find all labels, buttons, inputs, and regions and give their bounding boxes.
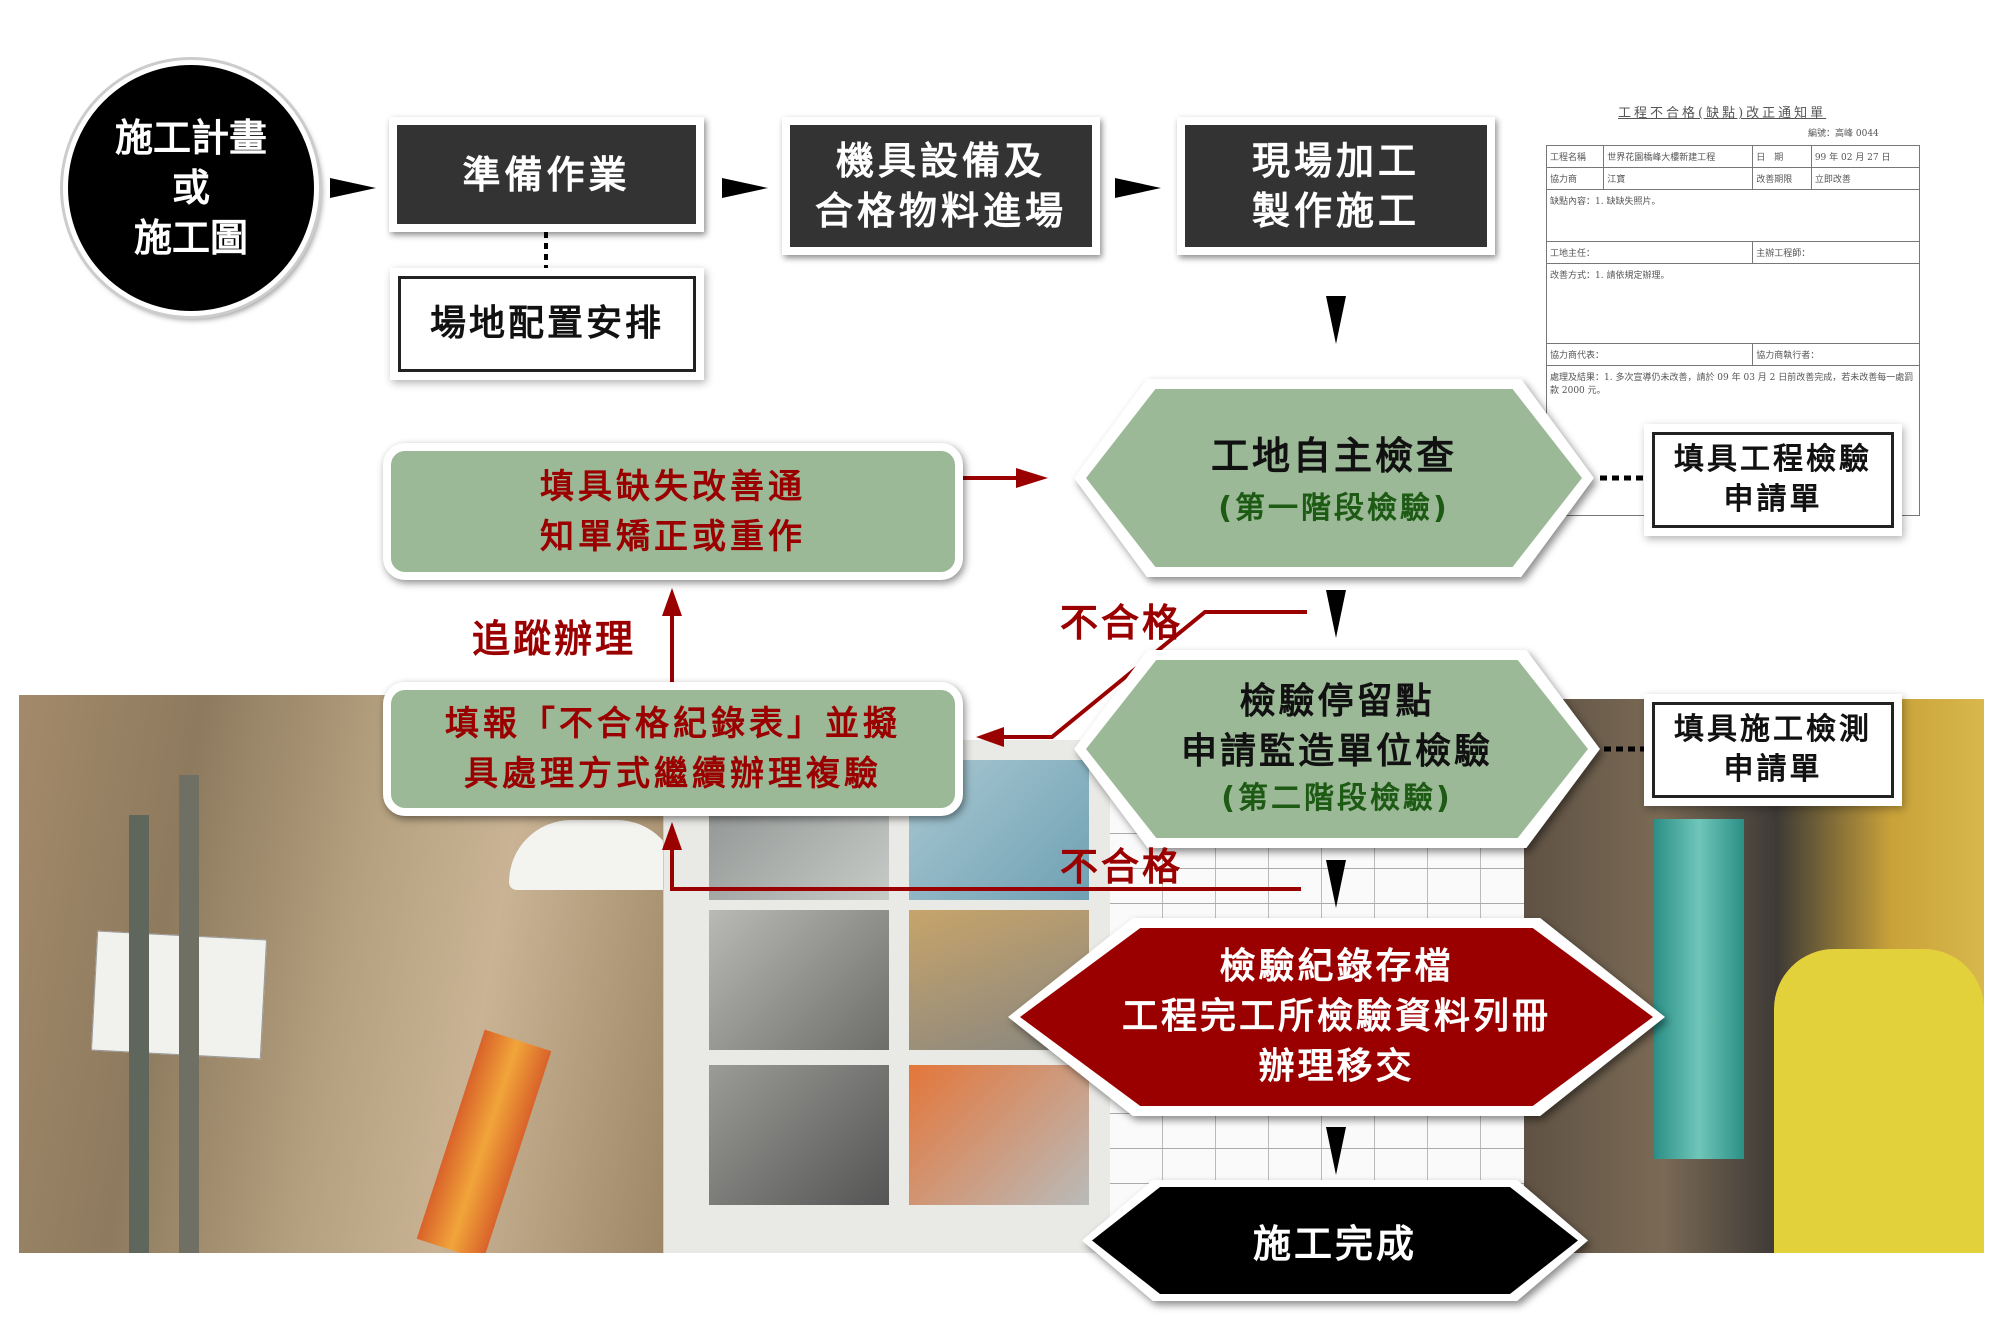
red-arrow-right <box>1016 468 1048 488</box>
step-label: 場地配置安排 <box>429 303 664 344</box>
pipe <box>129 815 149 1253</box>
form-line: 申請單 <box>1723 482 1823 517</box>
form-line: 填具施工檢測 <box>1674 712 1872 747</box>
correction-line: 填具缺失改善通 <box>540 466 806 507</box>
red-arrow-up <box>662 822 682 850</box>
inspection-title: 檢驗停留點 <box>1239 681 1435 722</box>
pipe <box>179 775 199 1253</box>
hard-hat <box>509 820 663 890</box>
inspection-title: 工地自主檢查 <box>1210 434 1457 478</box>
step-equipment: 機具設備及合格物料進場 <box>782 117 1100 255</box>
inspection-subtitle: (第一階段檢驗) <box>1218 491 1450 526</box>
reinspect-line: 具處理方式繼續辦理複驗 <box>464 754 882 794</box>
start-line: 施工計畫 <box>114 116 267 160</box>
red-arrow-left <box>976 727 1004 747</box>
correction-line: 知單矯正或重作 <box>540 516 806 557</box>
worker-yellow-jacket <box>1774 949 1984 1253</box>
correction-notice-box: 填具缺失改善通知單矯正或重作 <box>383 443 963 580</box>
arrow-right-icon <box>330 178 376 198</box>
archive-line: 檢驗紀錄存檔 <box>1219 946 1454 987</box>
arrow-down-icon <box>1326 860 1346 908</box>
archive-records: 檢驗紀錄存檔 工程完工所檢驗資料列冊 辦理移交 <box>1008 918 1665 1116</box>
complete-label: 施工完成 <box>1252 1222 1417 1266</box>
step-label: 準備作業 <box>462 152 631 197</box>
inspection-title: 申請監造單位檢驗 <box>1180 731 1493 772</box>
arrow-right-icon <box>722 178 768 198</box>
step-label: 製作施工 <box>1251 189 1420 233</box>
fail-path-1 <box>1000 610 1307 739</box>
step-label: 合格物料進場 <box>814 189 1067 233</box>
form-line: 申請單 <box>1723 752 1823 787</box>
archive-line: 工程完工所檢驗資料列冊 <box>1121 996 1551 1037</box>
form-construction-testing-request: 填具施工檢測申請單 <box>1644 694 1902 806</box>
step-prepare: 準備作業 <box>389 117 704 232</box>
fail-label: 不合格 <box>1060 601 1184 645</box>
step-fabrication: 現場加工製作施工 <box>1177 117 1495 255</box>
form-line: 填具工程檢驗 <box>1674 442 1872 477</box>
pump <box>1654 819 1744 1159</box>
arrow-down-icon <box>1326 296 1346 344</box>
nonconformance-record-box: 填報「不合格紀錄表」並擬具處理方式繼續辦理複驗 <box>383 682 963 816</box>
step-label: 機具設備及 <box>835 139 1046 183</box>
inspection-stage-2: 檢驗停留點 申請監造單位檢驗 (第二階段檢驗) <box>1074 650 1600 848</box>
document-number: 編號：高峰 0044 <box>1808 129 1879 139</box>
arrow-right-icon <box>1115 178 1161 198</box>
arrow-down-icon <box>1326 1127 1346 1175</box>
archive-line: 辦理移交 <box>1258 1046 1415 1087</box>
fail-label: 不合格 <box>1060 845 1184 889</box>
start-line: 施工圖 <box>133 216 248 260</box>
red-arrow-up <box>662 588 682 616</box>
inspection-stage-1: 工地自主檢查 (第一階段檢驗) <box>1074 379 1594 577</box>
arrow-down-icon <box>1326 590 1346 638</box>
follow-up-label: 追蹤辦理 <box>472 617 637 661</box>
inspection-subtitle: (第二階段檢驗) <box>1221 781 1453 816</box>
step-label: 現場加工 <box>1251 139 1420 183</box>
fail-path-2 <box>670 845 1301 891</box>
document-title: 工程不合格(缺點)改正通知單 <box>1618 106 1827 121</box>
end-node-complete: 施工完成 <box>1082 1180 1588 1301</box>
start-line: 或 <box>171 166 210 210</box>
start-node-construction-plan: 施工計畫 或 施工圖 <box>63 60 319 316</box>
form-engineering-inspection-request: 填具工程檢驗申請單 <box>1644 424 1902 536</box>
step-site-layout: 場地配置安排 <box>390 268 704 380</box>
reinspect-line: 填報「不合格紀錄表」並擬 <box>445 704 901 744</box>
